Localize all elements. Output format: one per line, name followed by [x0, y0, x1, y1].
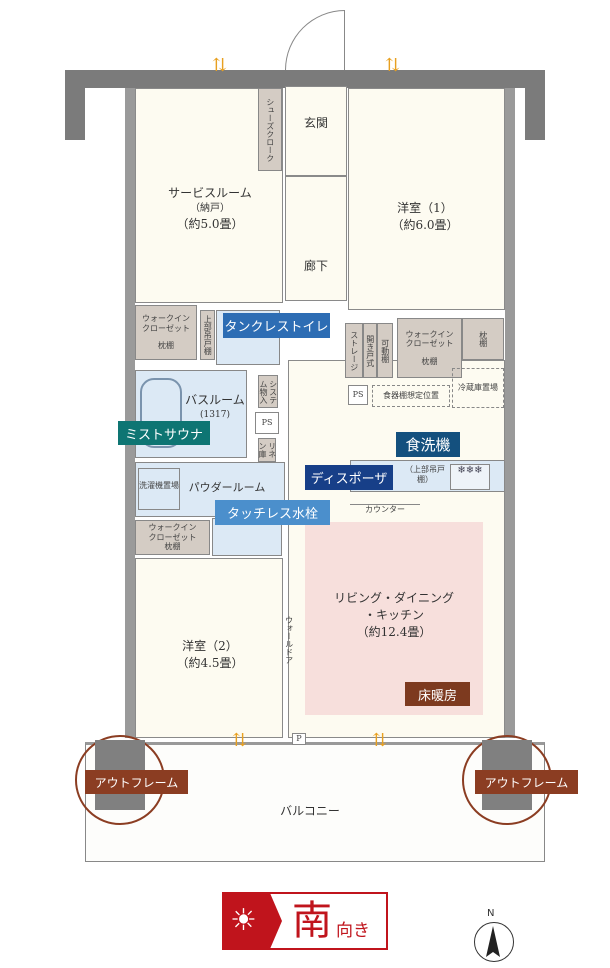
bathroom-label: バスルーム (1317)	[180, 392, 250, 421]
ldk-name: リビング・ダイニング ・キッチン	[333, 591, 454, 622]
powder-room-label: パウダールーム	[188, 481, 266, 494]
sun-icon: ☀	[224, 894, 282, 948]
compass-north-label: N	[487, 908, 495, 919]
ventilation-icon: ⇅	[212, 55, 228, 76]
western-room-1	[348, 88, 505, 310]
floor-heating-tag: 床暖房	[405, 682, 470, 706]
south-facing-badge: ☀ 南 向き	[222, 892, 388, 950]
wic-label: ウォークイン クローゼット	[405, 329, 454, 349]
upper-cabinet: 上部吊戸棚	[200, 310, 215, 360]
ps-kitchen: PS	[348, 385, 368, 405]
western-room-1-size: （約6.0畳）	[391, 217, 459, 232]
genkan	[285, 86, 347, 176]
linen-storage: リネン庫	[258, 438, 277, 462]
bathroom-name: バスルーム	[185, 393, 245, 407]
south-kanji: 南	[292, 898, 332, 944]
movable-shelf: 可動棚	[377, 323, 393, 378]
right-outer-wall	[505, 88, 515, 738]
western-room-1-label: 洋室（1） （約6.0畳）	[350, 200, 500, 234]
ps-bath: PS	[255, 412, 279, 434]
mist-sauna-tag: ミストサウナ	[118, 421, 210, 445]
service-room-sub: （納戸）	[190, 202, 230, 214]
washer-space: 洗濯機置場	[138, 468, 180, 510]
ventilation-icon: ⇅	[385, 55, 401, 76]
system-storage: システム物入	[258, 375, 278, 408]
pipe-label: P	[292, 733, 306, 745]
north-arrow-icon	[486, 926, 500, 957]
walk-in-closet-service: ウォークイン クローゼット枕棚	[135, 305, 197, 360]
balcony-label: バルコニー	[280, 804, 340, 818]
corridor	[285, 176, 347, 301]
top-wall	[65, 70, 545, 88]
service-room-name: サービスルーム	[168, 186, 252, 200]
outframe-tag-left: アウトフレーム	[85, 770, 188, 794]
stove-icon: ❄❄❄	[450, 464, 490, 490]
counter-label: カウンター	[350, 504, 420, 515]
right-wall	[525, 70, 545, 140]
shoe-closet: シューズクローク	[258, 88, 282, 171]
dish-shelf-position: 食器棚想定位置	[372, 385, 450, 407]
wic-label: ウォークイン クローゼット	[148, 523, 197, 542]
pillow-shelf-label: 枕棚	[421, 356, 438, 366]
western-room-1-name: 洋室（1）	[397, 201, 453, 215]
wic-label: ウォークイン クローゼット	[142, 314, 190, 333]
dishwasher-tag: 食洗機	[396, 432, 460, 457]
western-room-2-name: 洋室（2）	[182, 639, 238, 653]
western-room-2-size: （約4.5畳）	[176, 655, 244, 670]
wall-door-label: ウォールドア	[284, 616, 294, 664]
kitchen-upper-cabinet: （上部吊戸棚）	[405, 465, 445, 484]
entrance-door-swing	[285, 10, 345, 70]
pillow-shelf-right: 枕棚	[462, 318, 504, 360]
western-room-2-label: 洋室（2） （約4.5畳）	[140, 638, 280, 672]
compass	[474, 922, 514, 962]
outframe-tag-right: アウトフレーム	[475, 770, 578, 794]
storage: ストレージ	[345, 323, 363, 378]
touchless-faucet-tag: タッチレス水栓	[215, 500, 330, 525]
corridor-label: 廊下	[303, 259, 328, 273]
pillow-shelf-label: 枕棚	[158, 341, 174, 351]
ldk-size: （約12.4畳）	[356, 624, 432, 639]
service-room-size: （約5.0畳）	[176, 216, 244, 231]
left-outer-wall	[125, 88, 135, 738]
pillow-shelf-label: 枕棚	[164, 542, 181, 552]
left-wall	[65, 70, 85, 140]
ldk-label: リビング・ダイニング ・キッチン （約12.4畳）	[305, 590, 483, 640]
swing-door-storage: 開き戸式	[363, 323, 377, 378]
walk-in-closet-western2: ウォークイン クローゼット枕棚	[135, 520, 210, 555]
ventilation-icon: ⇅	[232, 730, 248, 751]
genkan-label: 玄関	[303, 116, 328, 130]
bathroom-size: (1317)	[200, 409, 230, 420]
bathtub	[140, 378, 182, 448]
disposer-tag: ディスポーザ	[305, 465, 393, 490]
walk-in-closet-western1: ウォークイン クローゼット枕棚	[397, 318, 462, 378]
tankless-toilet-tag: タンクレストイレ	[223, 313, 330, 338]
western-room-2	[135, 558, 283, 738]
south-suffix: 向き	[336, 921, 370, 941]
ventilation-icon: ⇅	[372, 730, 388, 751]
service-room-label: サービスルーム （納戸） （約5.0畳）	[140, 185, 280, 233]
fridge-space: 冷蔵庫置場	[452, 368, 504, 408]
